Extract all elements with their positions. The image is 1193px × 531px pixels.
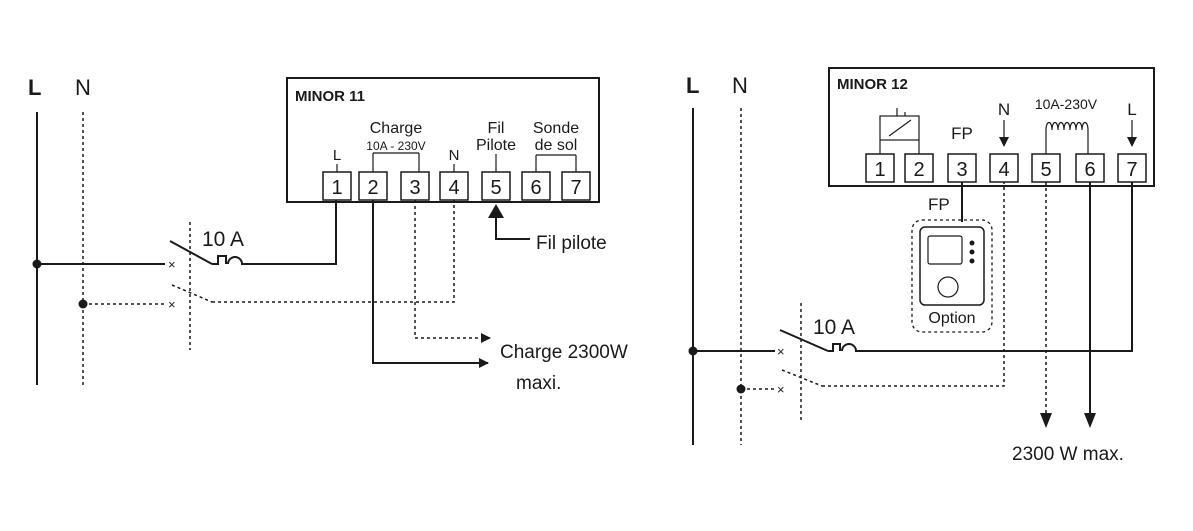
left-terminal-5-number: 5 [490, 177, 501, 199]
left-load-solid-wire [372, 200, 489, 368]
left-label-sonde: Sonde [533, 120, 579, 137]
minor-12-diagram: L N MINOR 12 FP N 10A-230V L [686, 67, 1155, 465]
right-terminal-3-number: 3 [956, 159, 967, 181]
minor-11-diagram: L N MINOR 11 L Charge 10A - 230V N Fil P… [28, 75, 628, 394]
right-terminal-3 [947, 153, 977, 183]
option-label: Option [928, 310, 975, 327]
right-line-n-label: N [732, 73, 748, 98]
left-load-dashed-wire [414, 200, 491, 343]
right-label-n: N [998, 100, 1010, 119]
left-terminal-7-number: 7 [570, 177, 581, 199]
right-line-l-label: L [686, 73, 699, 98]
right-terminal-1-number: 1 [874, 159, 885, 181]
right-terminal-4 [989, 153, 1019, 183]
left-label-pilote: Pilote [476, 137, 516, 154]
left-terminal-4-number: 4 [448, 177, 459, 199]
right-terminal-2-number: 2 [913, 159, 924, 181]
sensor-symbol-icon [879, 108, 920, 154]
left-breaker: × 10 A × [37, 200, 455, 350]
left-terminal-7 [561, 171, 591, 201]
left-terminal-6-number: 6 [530, 177, 541, 199]
minor-11-title: MINOR 11 [295, 88, 365, 105]
right-load-label: 2300 W max. [1012, 444, 1124, 465]
right-terminal-6 [1075, 153, 1105, 183]
left-terminal-2-number: 2 [367, 177, 378, 199]
right-load-solid-arrow [1084, 413, 1096, 428]
left-load-label-2: maxi. [516, 373, 561, 394]
right-label-heater-rating: 10A-230V [1035, 96, 1098, 112]
right-neutral-to-n [822, 182, 1005, 387]
minor-12-title: MINOR 12 [837, 76, 908, 93]
left-line-n-label: N [75, 75, 91, 100]
right-terminal-5-number: 5 [1040, 159, 1051, 181]
left-label-charge: Charge [370, 120, 423, 137]
left-label-l: L [333, 147, 341, 164]
left-breaker-fuse [212, 200, 337, 265]
right-terminal-7-number: 7 [1126, 159, 1137, 181]
right-n-arrow [999, 137, 1009, 147]
left-label-charge-rating: 10A - 230V [366, 139, 425, 153]
left-label-n: N [449, 147, 460, 164]
left-fil-pilote-label: Fil pilote [536, 233, 607, 254]
left-breaker-label: 10 A [202, 228, 244, 251]
svg-text:×: × [168, 257, 176, 272]
right-breaker-fuse [828, 182, 1133, 352]
right-terminal-1 [865, 153, 895, 183]
right-terminal-4-number: 4 [998, 159, 1009, 181]
heater-coil-icon [1045, 121, 1089, 154]
left-load-label-1: Charge 2300W [500, 342, 628, 363]
right-terminal-5 [1031, 153, 1061, 183]
right-label-fp: FP [951, 124, 973, 143]
left-terminal-3-number: 3 [409, 177, 420, 199]
svg-text:×: × [777, 344, 785, 359]
right-load-dashed-arrow [1040, 413, 1052, 428]
right-terminal-6-number: 6 [1084, 159, 1095, 181]
left-fil-pilote-arrow [488, 204, 504, 218]
right-l-arrow [1127, 137, 1137, 147]
left-terminal-1-number: 1 [331, 177, 342, 199]
right-fp-module-label: FP [928, 195, 950, 214]
right-label-l: L [1127, 100, 1136, 119]
right-breaker-contact [779, 329, 829, 352]
option-module: Option [911, 219, 993, 333]
thermostat-device-icon [919, 226, 985, 306]
svg-text:×: × [168, 297, 176, 312]
right-breaker-label: 10 A [813, 316, 855, 339]
left-label-fil: Fil [488, 120, 505, 137]
left-breaker-contact [169, 240, 213, 265]
left-label-de-sol: de sol [535, 137, 578, 154]
left-neutral-to-n [212, 200, 455, 303]
left-terminal-5 [481, 171, 511, 201]
left-fil-pilote-wire [495, 216, 530, 240]
left-terminal-6 [521, 171, 551, 201]
svg-text:×: × [777, 382, 785, 397]
right-terminal-2 [904, 153, 934, 183]
right-breaker: × 10 A × [693, 182, 1133, 420]
left-line-l-label: L [28, 75, 41, 100]
